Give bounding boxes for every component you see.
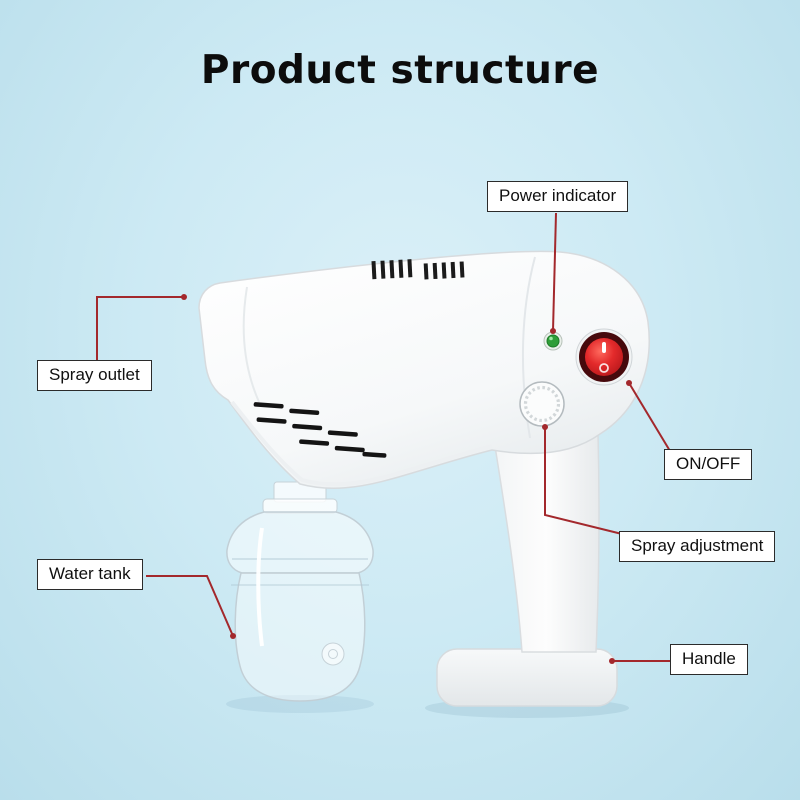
page-title: Product structure [200, 48, 600, 93]
connector-dots [181, 294, 632, 664]
label-handle: Handle [670, 644, 748, 676]
label-on-off: ON/OFF [664, 449, 753, 481]
connector-spray-adjustment [544, 427, 623, 535]
connector-spray-outlet [96, 296, 184, 360]
side-vents-icon [253, 402, 387, 458]
connector-lines [96, 212, 671, 662]
connector-water-tank [146, 575, 234, 637]
handle-part [436, 430, 618, 707]
water-tank-part [226, 481, 374, 702]
spray-adjustment-knob [519, 381, 565, 427]
label-water-tank: Water tank [37, 559, 143, 591]
label-spray-adjustment: Spray adjustment [619, 531, 776, 563]
connector-on-off [628, 382, 671, 452]
air-vents-icon [371, 259, 465, 280]
power-indicator-led [543, 331, 563, 351]
on-off-button [575, 328, 633, 386]
label-power-indicator: Power indicator [487, 181, 629, 213]
label-spray-outlet: Spray outlet [37, 360, 152, 392]
connector-power-indicator [552, 212, 557, 332]
